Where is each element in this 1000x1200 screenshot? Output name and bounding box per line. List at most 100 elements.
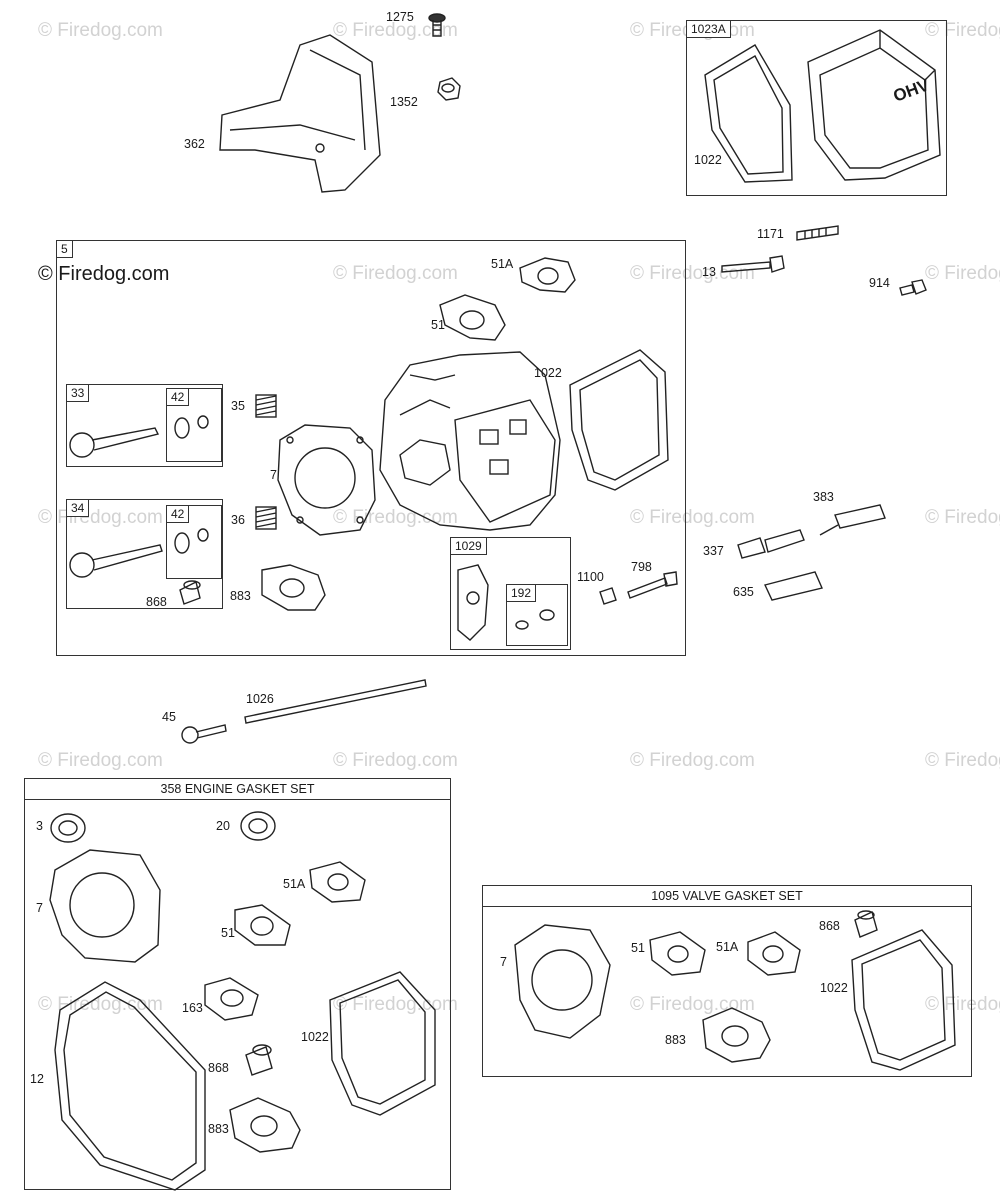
watermark: © Firedog.com bbox=[925, 507, 1000, 528]
engine-gasket-set-title: 358 ENGINE GASKET SET bbox=[25, 779, 450, 800]
gasket-1022-valve bbox=[851, 929, 956, 1071]
valve-34 bbox=[69, 544, 163, 578]
label-valve-51: 51 bbox=[631, 941, 645, 955]
seal-868-set bbox=[245, 1044, 273, 1076]
seal-3 bbox=[50, 813, 86, 843]
group-tag-192: 192 bbox=[506, 584, 537, 602]
gasket-883 bbox=[261, 564, 326, 611]
gasket-1022-cover bbox=[704, 44, 793, 183]
label-valve-1022: 1022 bbox=[820, 981, 848, 995]
group-box-1023A: 1023A bbox=[686, 20, 947, 196]
watermark: © Firedog.com bbox=[333, 994, 458, 1015]
gasket-883-valve bbox=[702, 1007, 771, 1063]
label-635: 635 bbox=[733, 585, 754, 599]
label-1171: 1171 bbox=[757, 227, 784, 241]
label-914: 914 bbox=[869, 276, 890, 290]
watermark: © Firedog.com bbox=[38, 750, 163, 771]
nut-1352 bbox=[437, 77, 461, 101]
seal-868-valve bbox=[854, 910, 878, 938]
group-box-33: 33 bbox=[66, 384, 223, 467]
label-1275: 1275 bbox=[386, 10, 414, 24]
label-set-3: 3 bbox=[36, 819, 43, 833]
label-35: 35 bbox=[231, 399, 245, 413]
watermark: © Firedog.com bbox=[630, 507, 755, 528]
spring-35 bbox=[255, 394, 277, 418]
label-7: 7 bbox=[270, 468, 277, 482]
gasket-883-set bbox=[229, 1097, 301, 1153]
group-tag-5: 5 bbox=[56, 240, 73, 258]
label-337: 337 bbox=[703, 544, 724, 558]
label-set-51: 51 bbox=[221, 926, 235, 940]
group-tag-1023A: 1023A bbox=[686, 20, 731, 38]
bolt-13 bbox=[721, 255, 785, 273]
valve-cover-ohv bbox=[807, 29, 941, 181]
group-box-1029: 1029 bbox=[450, 537, 571, 650]
watermark-main: © Firedog.com bbox=[38, 263, 170, 285]
valve-gasket-set-box: 1095 VALVE GASKET SET bbox=[482, 885, 972, 1077]
label-45: 45 bbox=[162, 710, 176, 724]
keeper-42b bbox=[174, 528, 209, 554]
guide-1100 bbox=[599, 587, 617, 605]
spring-36 bbox=[255, 506, 277, 530]
gasket-163 bbox=[204, 977, 259, 1021]
label-set-20: 20 bbox=[216, 819, 230, 833]
watermark: © Firedog.com bbox=[38, 994, 163, 1015]
boot-635 bbox=[764, 571, 823, 601]
label-362: 362 bbox=[184, 137, 205, 151]
screw-914 bbox=[899, 279, 927, 296]
watermark: © Firedog.com bbox=[925, 750, 1000, 771]
group-box-192: 192 bbox=[506, 584, 568, 646]
label-set-868: 868 bbox=[208, 1061, 229, 1075]
watermark: © Firedog.com bbox=[630, 994, 755, 1015]
gasket-1022-head bbox=[569, 349, 669, 491]
seal-20 bbox=[240, 811, 276, 841]
group-box-34: 34 bbox=[66, 499, 223, 609]
label-1022-head: 1022 bbox=[534, 366, 562, 380]
engine-gasket-set-box: 358 ENGINE GASKET SET bbox=[24, 778, 451, 1190]
group-tag-34: 34 bbox=[66, 499, 90, 517]
keeper-42a bbox=[174, 415, 209, 439]
group-tag-33: 33 bbox=[66, 384, 90, 402]
bolt-798 bbox=[627, 571, 678, 599]
head-gasket-7-set bbox=[49, 849, 161, 963]
label-valve-51A: 51A bbox=[716, 940, 739, 954]
watermark: © Firedog.com bbox=[925, 20, 1000, 41]
group-box-42a: 42 bbox=[166, 388, 222, 462]
head-gasket-7 bbox=[277, 424, 376, 536]
label-798: 798 bbox=[631, 560, 652, 574]
head-gasket-7-valve bbox=[514, 924, 611, 1039]
spark-plug-wire-383 bbox=[819, 504, 886, 536]
label-set-883: 883 bbox=[208, 1122, 229, 1136]
seal-868a bbox=[179, 580, 201, 605]
watermark: © Firedog.com bbox=[925, 263, 1000, 284]
air-guide-362 bbox=[219, 34, 381, 193]
valve-gasket-set-title: 1095 VALVE GASKET SET bbox=[483, 886, 971, 907]
crankcase-gasket-12 bbox=[54, 981, 206, 1191]
label-set-7: 7 bbox=[36, 901, 43, 915]
cylinder-head bbox=[379, 351, 561, 531]
label-1022-cover: 1022 bbox=[694, 153, 722, 167]
label-1352: 1352 bbox=[390, 95, 418, 109]
group-tag-42b: 42 bbox=[166, 505, 190, 523]
group-tag-1029: 1029 bbox=[450, 537, 487, 555]
part-192 bbox=[515, 609, 555, 630]
push-rod-1026 bbox=[244, 679, 427, 724]
label-51: 51 bbox=[431, 318, 445, 332]
label-set-51A: 51A bbox=[283, 877, 306, 891]
label-set-163: 163 bbox=[182, 1001, 203, 1015]
label-883: 883 bbox=[230, 589, 251, 603]
gasket-1022-set bbox=[329, 971, 436, 1116]
gasket-51A-set bbox=[309, 861, 366, 903]
label-36: 36 bbox=[231, 513, 245, 527]
label-set-1022: 1022 bbox=[301, 1030, 329, 1044]
label-1026: 1026 bbox=[246, 692, 274, 706]
label-valve-7: 7 bbox=[500, 955, 507, 969]
valve-33 bbox=[69, 427, 160, 458]
gasket-51A bbox=[519, 257, 576, 293]
label-383: 383 bbox=[813, 490, 834, 504]
gasket-51-valve bbox=[649, 931, 706, 976]
label-valve-883: 883 bbox=[665, 1033, 686, 1047]
group-box-42b: 42 bbox=[166, 505, 222, 579]
stud-1171 bbox=[796, 225, 839, 241]
label-valve-868: 868 bbox=[819, 919, 840, 933]
